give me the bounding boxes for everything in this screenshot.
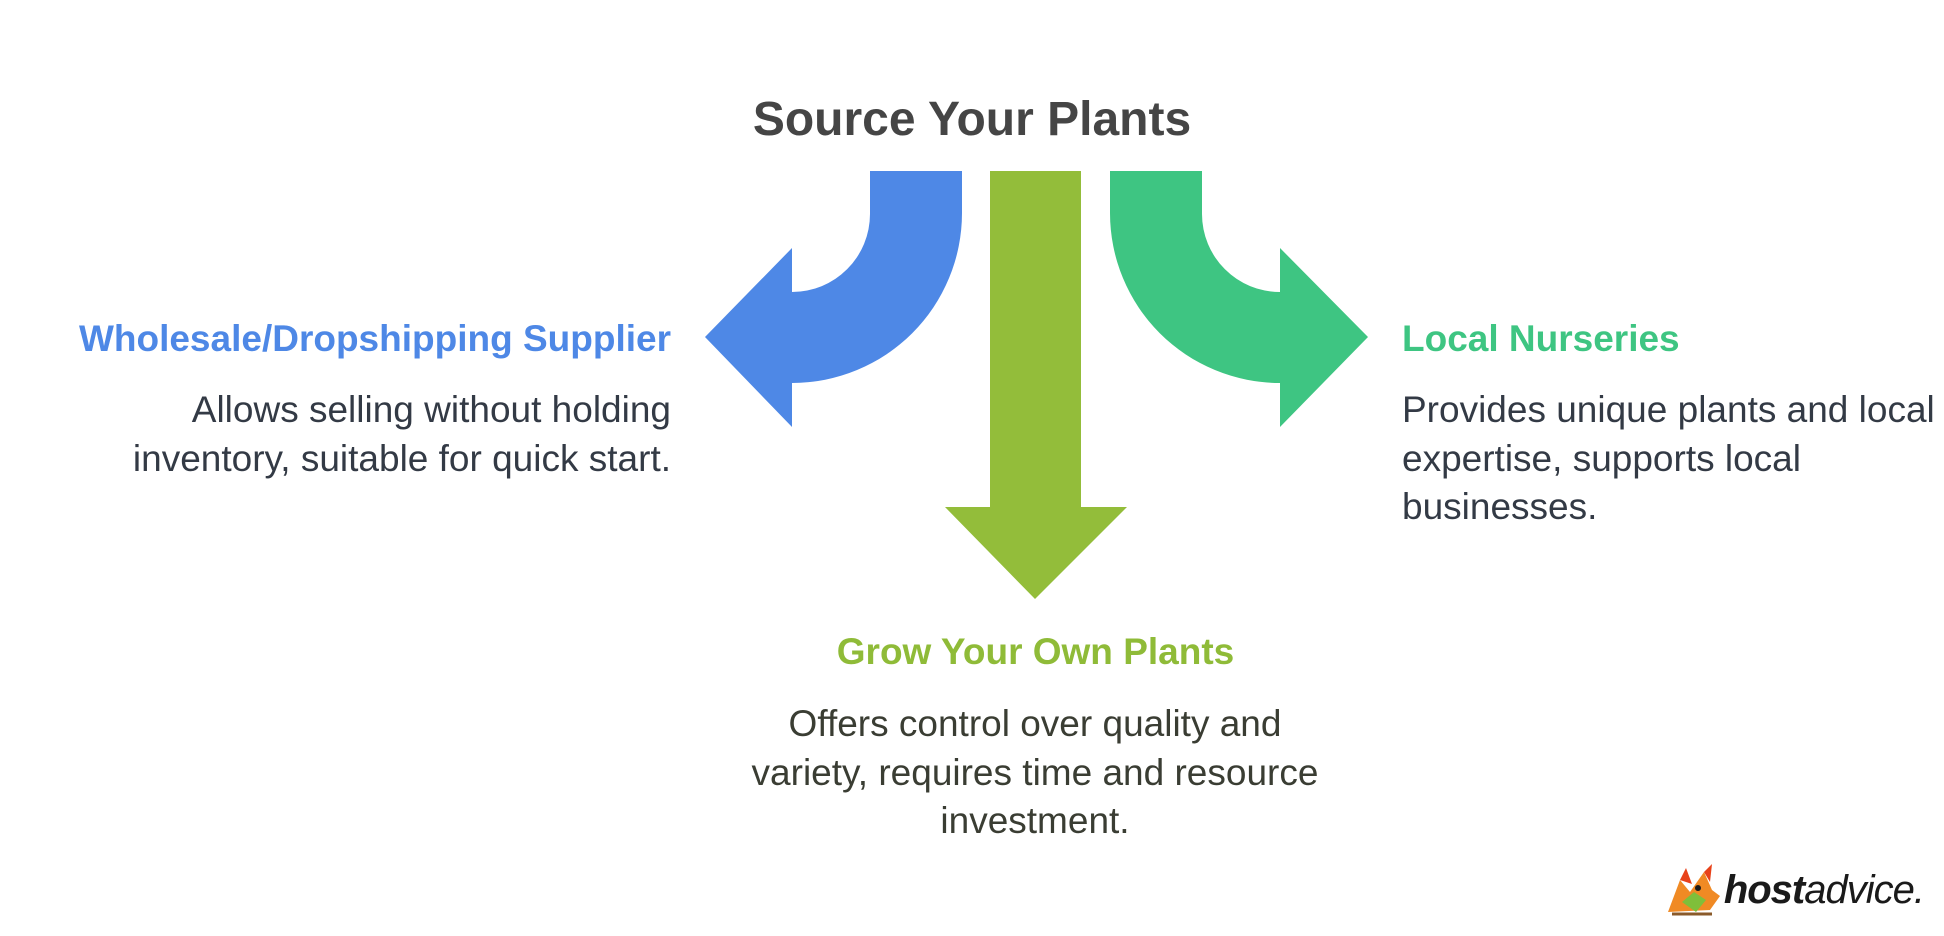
option-heading-wholesale: Wholesale/Dropshipping Supplier xyxy=(78,318,671,359)
center-down-arrow xyxy=(945,171,1127,599)
hostadvice-logo: hostadvice. xyxy=(1660,862,1925,918)
left-curved-arrow xyxy=(705,171,962,427)
option-heading-grow-own: Grow Your Own Plants xyxy=(836,631,1235,672)
logo-text-host: host xyxy=(1723,867,1805,912)
logo-text-advice: advice. xyxy=(1804,867,1925,912)
fox-mascot-icon xyxy=(1667,864,1720,916)
option-description-local-nurseries: Provides unique plants and local experti… xyxy=(1402,389,1935,527)
option-heading-local-nurseries: Local Nurseries xyxy=(1402,318,1680,359)
option-description-grow-own: Offers control over quality and variety,… xyxy=(751,703,1319,841)
right-curved-arrow xyxy=(1110,171,1368,427)
option-description-wholesale: Allows selling without holding inventory… xyxy=(132,389,671,479)
diagram-title: Source Your Plants xyxy=(752,93,1192,146)
